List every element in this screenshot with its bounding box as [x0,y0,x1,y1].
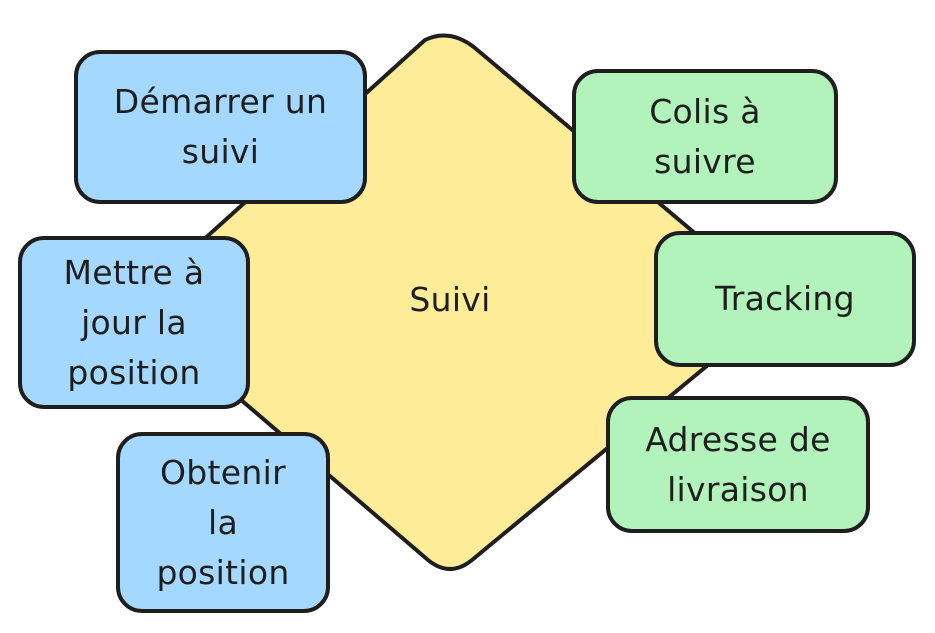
center-label: Suivi [409,280,491,319]
box-tracking-shape [654,231,916,367]
label-get-position: Obtenir la position [156,452,290,592]
label-start-tracking: Démarrer un suivi [113,82,328,171]
label-tracking: Tracking [715,279,855,318]
label-update-position: Mettre à jour la position [63,252,205,392]
label-delivery-address: Adresse de livraison [645,419,831,509]
box-packages-shape [572,69,838,204]
box-update-position-shape [18,236,250,409]
box-start-tracking-shape [74,50,367,204]
label-packages: Colis à suivre [649,91,761,181]
box-get-position-shape [116,432,330,613]
box-delivery-address-shape [606,396,870,533]
